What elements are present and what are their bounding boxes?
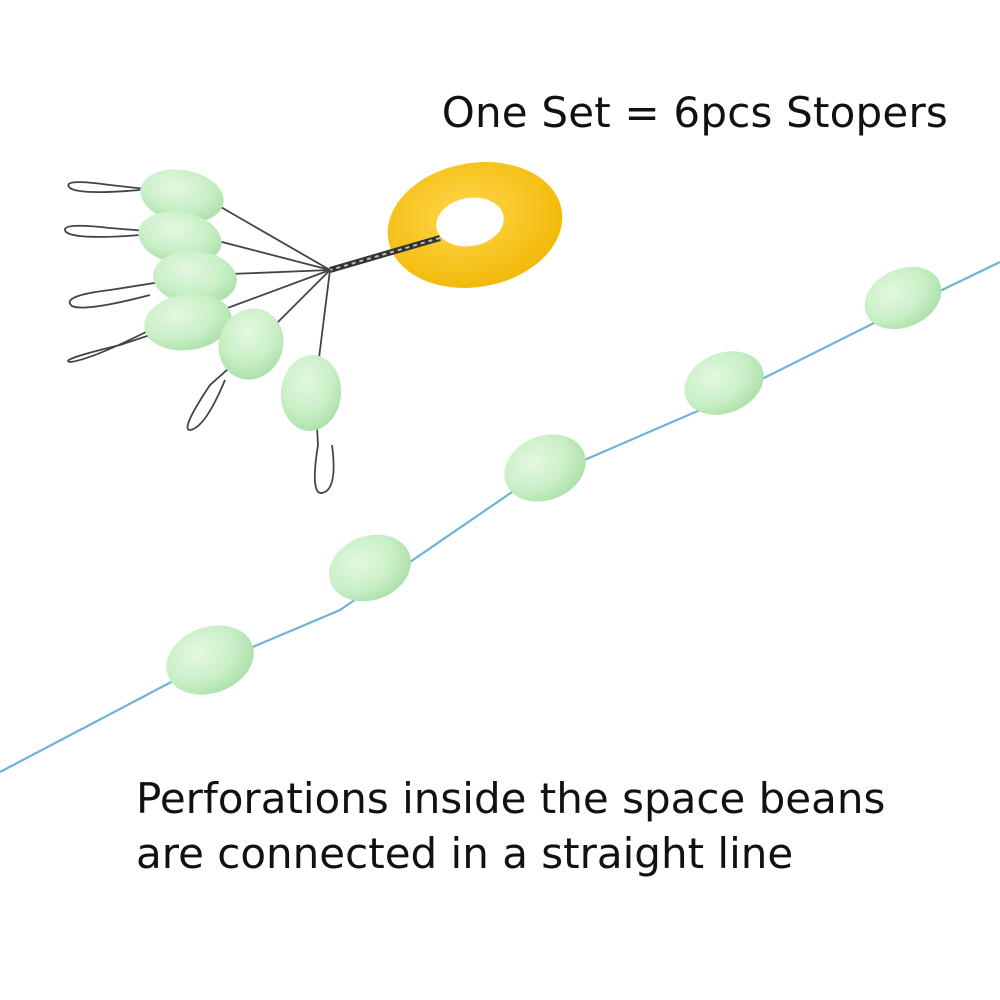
stopper-bead-5 [218,308,284,380]
line-bead-5 [864,266,942,330]
stopper-bead-3 [153,250,237,306]
holder-disc [387,162,563,288]
stopper-beads [138,169,342,431]
line-bead-2 [329,534,411,602]
line-bead-3 [504,434,586,502]
twisted-wire [329,235,441,273]
line-bead-1 [166,625,254,695]
line-beads [166,266,942,695]
caption-set-count: One Set = 6pcs Stopers [441,88,948,137]
caption-description-line-1: Perforations inside the space beans [136,774,886,823]
stopper-bead-6 [280,355,342,431]
stopper-bead-1 [140,169,224,223]
caption-description: Perforations inside the space beans are … [136,772,976,881]
stopper-bead-4 [144,293,232,351]
stopper-wires [64,181,335,494]
caption-description-line-2: are connected in a straight line [136,828,794,878]
line-bead-4 [684,351,764,415]
stopper-bead-2 [138,211,222,265]
